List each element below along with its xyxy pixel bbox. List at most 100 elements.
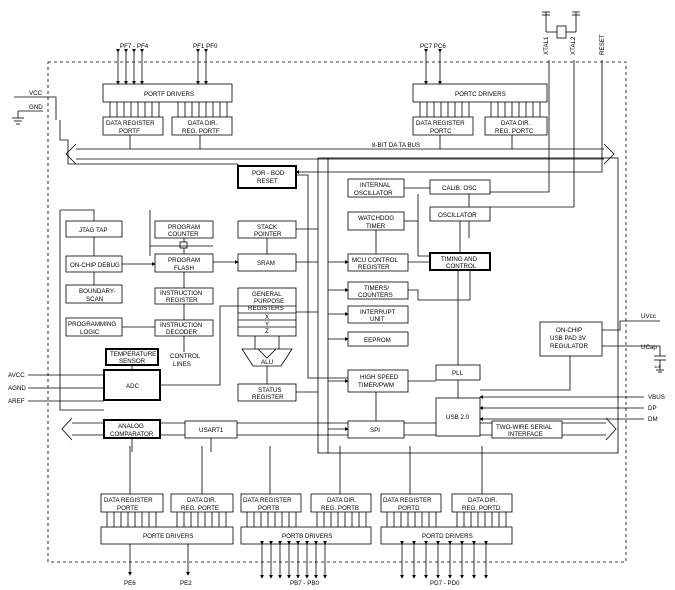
alu-label: ALU	[261, 359, 273, 366]
data-register-portf	[102, 116, 164, 136]
pin-xtal2: XTAL2	[570, 36, 577, 55]
gp-registers-line1: GENERAL	[252, 291, 282, 298]
program-counter-line1: PROGRAM	[168, 224, 200, 231]
por-bod-line1: POR - BOD	[252, 170, 285, 177]
data-bus-top: 8-BIT DA TA BUS	[65, 142, 615, 165]
crystal	[556, 25, 567, 39]
register-z: Z	[265, 328, 269, 335]
data-dir-portd-line1: DATA DIR.	[468, 497, 498, 504]
data-register-portb	[240, 493, 302, 513]
usb-label: USB 2.0	[446, 414, 470, 421]
io-bus-frame	[317, 157, 619, 454]
data-dir-portb-line2: REG. PORTB	[321, 505, 359, 512]
data-dir-portf	[171, 116, 233, 136]
status-register-line2: REGISTER	[252, 394, 284, 401]
data-dir-portb-line1: DATA DIR.	[327, 497, 357, 504]
usart1-label: USART1	[199, 427, 224, 434]
program-counter-line2: COUNTER	[168, 231, 199, 238]
two-wire-serial-interface	[491, 420, 563, 439]
portc-drivers	[412, 83, 548, 103]
mcu-control-line1: MCU CONTROL	[352, 257, 399, 264]
portd-drivers-label: PORTD DRIVERS	[422, 533, 473, 540]
mcu-control-line2: REGISTER	[358, 264, 390, 271]
hs-timer-line1: HIGH SPEED	[360, 374, 399, 381]
pin-pe2: PE2	[180, 580, 192, 587]
calib-osc-label: CALIB. OSC	[442, 185, 477, 192]
data-register-portd-line2: PORTD	[398, 505, 420, 512]
portc-group: PORTC DRIVERS DATA REGISTER PORTC DATA D…	[412, 43, 548, 149]
data-bus-label: 8-BIT DA TA BUS	[372, 142, 420, 149]
pin-dm: DM	[648, 416, 658, 423]
pin-pc7-pc6: PC7 PC6	[420, 43, 446, 50]
register-x: X	[265, 314, 269, 321]
usb-regulator-line3: REGULATOR	[550, 343, 588, 350]
pin-agnd: AGND	[8, 385, 26, 392]
porte-group: DATA REGISTER PORTE DATA DIR. REG. PORTE…	[100, 446, 234, 587]
jtag-tap-label: JTAG TAP	[79, 227, 108, 234]
boundary-scan-line2: SCAN	[86, 296, 103, 303]
internal-osc-line2: OSCILLATOR	[354, 190, 393, 197]
status-register-line1: STATUS	[258, 387, 282, 394]
analog-comparator-line2: COMPARATOR	[110, 431, 154, 438]
por-bod-line2: RESET	[257, 178, 278, 185]
watchdog-line1: WATCHDOG	[358, 215, 394, 222]
oscillator-label: OSCILLATOR	[438, 212, 477, 219]
pin-pd7-pd0: PD7 - PD0	[430, 580, 460, 587]
instruction-register-line1: INSTRUCTION	[160, 290, 202, 297]
data-register-portc	[412, 116, 474, 136]
port-pin-lines	[106, 512, 507, 579]
analog-comparator-line1: ANALOG	[118, 423, 144, 430]
usb-2-0	[435, 397, 481, 437]
pin-vcc: VCC	[29, 90, 43, 97]
calib-osc	[429, 179, 491, 195]
program-flash-line2: FLASH	[174, 265, 194, 272]
spi-label: SPI	[370, 427, 380, 434]
general-purpose-registers	[237, 287, 297, 337]
data-dir-portd-line2: REG. PORTD	[462, 505, 501, 512]
interrupt-unit-line1: INTERRUPT	[360, 309, 396, 316]
portc-drivers-label: PORTC DRIVERS	[455, 91, 506, 98]
pin-vbus: VBUS	[648, 394, 665, 401]
portb-group: DATA REGISTER PORTB DATA DIR. REG. PORTB…	[240, 446, 372, 587]
data-register-porte-line2: PORTE	[117, 505, 138, 512]
programming-logic-line1: PROGRAMMING	[68, 321, 116, 328]
porte-drivers-label: PORTE DRIVERS	[143, 533, 193, 540]
control-lines-line2: LINES	[173, 361, 191, 368]
pin-pe6: PE6	[124, 580, 136, 587]
pin-pf7-pf4: PF7 - PF4	[120, 43, 149, 50]
timers-counters-line2: COUNTERS	[358, 292, 393, 299]
timers-counters-line1: TIMERS/	[364, 285, 389, 292]
data-dir-portc	[484, 116, 548, 136]
chip-outline	[47, 61, 627, 563]
data-dir-portc-line1: DATA DIR.	[501, 120, 531, 127]
data-register-portf-line2: PORTF	[119, 128, 140, 135]
portd-group: DATA REGISTER PORTD DATA DIR. REG. PORTD…	[380, 446, 513, 587]
instruction-decoder-line1: INSTRUCTION	[160, 322, 202, 329]
pc-junction	[179, 241, 188, 249]
usb-regulator	[539, 321, 603, 357]
data-dir-portf-line2: REG. PORTF	[182, 128, 220, 135]
sram-label: SRAM	[257, 260, 275, 267]
adc	[103, 369, 161, 401]
pin-reset: RESET	[599, 34, 606, 55]
data-register-portb-line2: PORTB	[258, 505, 279, 512]
instruction-decoder-line2: DECODER	[166, 329, 197, 336]
register-y: Y	[265, 321, 269, 328]
pin-aref: AREF	[8, 398, 25, 405]
pin-gnd: GND	[29, 104, 43, 111]
porte-drivers	[100, 526, 234, 545]
cap-value: 1uF	[654, 364, 661, 369]
portf-group: PORTF DRIVERS DATA REGISTER PORTF DATA D…	[102, 43, 233, 149]
on-chip-debug-label: ON-CHIP DEBUG	[70, 262, 120, 269]
pll-label: PLL	[452, 370, 464, 377]
watchdog-line2: TIMER	[366, 223, 386, 230]
data-dir-portc-line2: REG. PORTC	[495, 128, 534, 135]
temp-sensor-line2: SENSOR	[119, 358, 146, 365]
stack-pointer-line1: STACK	[257, 224, 278, 231]
internal-osc-line1: INTERNAL	[360, 182, 391, 189]
data-register-portd-line1: DATA REGISTER	[383, 497, 432, 504]
data-dir-porte-line1: DATA DIR.	[187, 497, 217, 504]
two-wire-line1: TWO-WIRE SERIAL	[496, 424, 553, 431]
portf-drivers-label: PORTF DRIVERS	[144, 91, 194, 98]
